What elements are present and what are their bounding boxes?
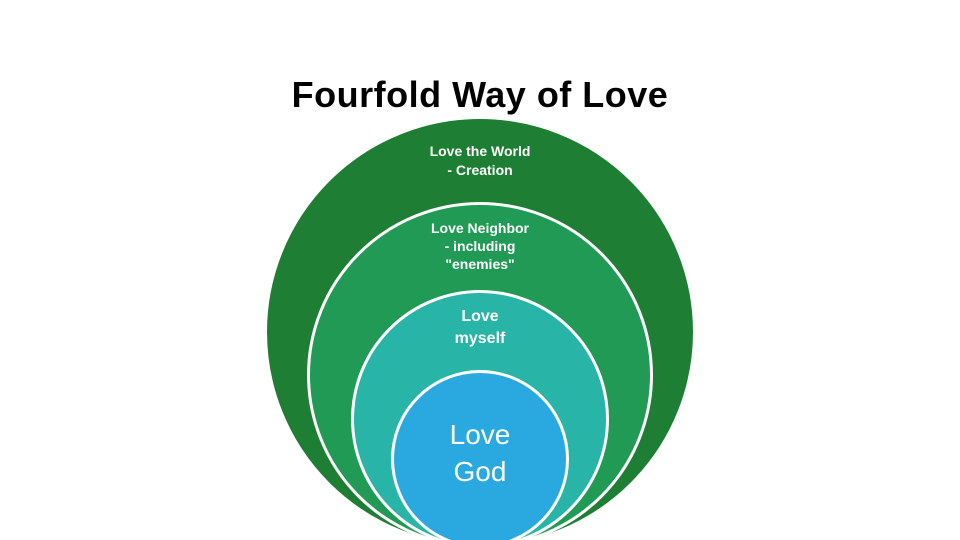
label-love-world: Love the World - Creation <box>330 142 630 180</box>
label-line: Love <box>449 419 511 450</box>
label-love-god: Love God <box>330 416 630 490</box>
ring-love-god <box>391 370 569 540</box>
label-line: - including <box>444 238 516 254</box>
label-love-neighbor: Love Neighbor - including "enemies" <box>330 219 630 273</box>
label-line: Love <box>461 308 499 325</box>
label-line: God <box>453 456 507 487</box>
label-line: Love Neighbor <box>430 220 529 236</box>
label-line: - Creation <box>447 162 513 178</box>
page-title: Fourfold Way of Love <box>291 74 669 116</box>
label-line: "enemies" <box>445 256 515 272</box>
label-line: Love the World <box>429 143 531 159</box>
label-line: myself <box>454 330 506 347</box>
label-love-myself: Love myself <box>330 306 630 350</box>
